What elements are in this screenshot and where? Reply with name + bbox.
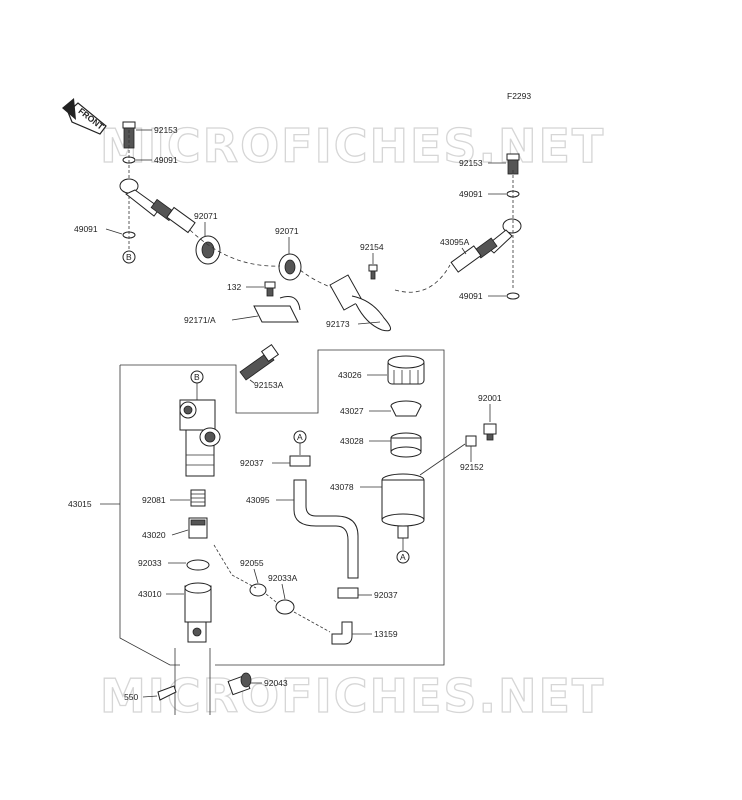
part-label-p43020: 43020 bbox=[142, 530, 166, 540]
push-rod-icon bbox=[184, 582, 212, 643]
part-label-p92037_a: 92037 bbox=[240, 458, 264, 468]
part-label-p92173: 92173 bbox=[326, 319, 350, 329]
part-label-p92033: 92033 bbox=[138, 558, 162, 568]
spring-icon bbox=[190, 489, 206, 507]
master-cylinder-body-icon bbox=[179, 399, 221, 477]
reservoir-hose-icon bbox=[293, 479, 359, 579]
part-label-p92081: 92081 bbox=[142, 495, 166, 505]
small-bolt-icon bbox=[368, 264, 378, 280]
reservoir-tank-icon bbox=[381, 473, 425, 539]
part-label-p132: 132 bbox=[227, 282, 241, 292]
bolt-132-icon bbox=[264, 281, 276, 297]
washer-icon bbox=[506, 292, 520, 300]
hose-fitting-icon bbox=[331, 621, 353, 645]
part-label-p550: 550 bbox=[124, 692, 138, 702]
part-label-p43015: 43015 bbox=[68, 499, 92, 509]
part-label-p43010: 43010 bbox=[138, 589, 162, 599]
circlip-icon bbox=[186, 559, 210, 571]
part-label-p92001: 92001 bbox=[478, 393, 502, 403]
brake-hose-end-left-icon bbox=[119, 178, 196, 234]
piston-icon bbox=[188, 517, 208, 539]
hose-clamp-icon bbox=[329, 274, 391, 332]
part-label-p92033a: 92033A bbox=[268, 573, 298, 583]
hose-clamp-icon bbox=[289, 455, 311, 467]
part-label-p49091_c: 49091 bbox=[459, 189, 483, 199]
bolt-92153a-icon bbox=[239, 343, 280, 381]
part-label-p92153_top_right: 92153 bbox=[459, 158, 483, 168]
part-label-p92043: 92043 bbox=[264, 678, 288, 688]
part-label-p43078: 43078 bbox=[330, 482, 354, 492]
diaphragm-plate-icon bbox=[390, 400, 422, 417]
clevis-pin-icon bbox=[227, 672, 252, 696]
part-label-p92152: 92152 bbox=[460, 462, 484, 472]
part-label-p92153a: 92153A bbox=[254, 380, 284, 390]
grommet-icon bbox=[195, 235, 221, 265]
callout-letter: A bbox=[297, 432, 303, 442]
screw-icon bbox=[483, 423, 497, 441]
cotter-pin-icon bbox=[157, 685, 177, 701]
diaphragm-icon bbox=[390, 432, 422, 458]
reservoir-cap-icon bbox=[387, 355, 425, 385]
callout-letter: B bbox=[126, 252, 132, 262]
part-label-p92153_top_left: 92153 bbox=[154, 125, 178, 135]
part-label-p43095a: 43095A bbox=[440, 237, 470, 247]
o-ring-icon bbox=[249, 583, 267, 597]
callout-b-circle bbox=[122, 250, 136, 264]
banjo-bolt-right-icon bbox=[506, 153, 520, 175]
front-arrow-icon: FRONT bbox=[62, 98, 107, 135]
callout-a-circle bbox=[396, 550, 410, 564]
part-label-p92037_b: 92037 bbox=[374, 590, 398, 600]
collar-icon bbox=[465, 435, 477, 447]
part-label-p43026: 43026 bbox=[338, 370, 362, 380]
part-label-p92071_a: 92071 bbox=[194, 211, 218, 221]
figure-code: F2293 bbox=[507, 91, 531, 101]
watermark-bottom: MICROFICHES.NET bbox=[100, 669, 605, 723]
part-label-p43028: 43028 bbox=[340, 436, 364, 446]
part-label-p49091_d: 49091 bbox=[459, 291, 483, 301]
part-label-p92055: 92055 bbox=[240, 558, 264, 568]
callout-letter: A bbox=[400, 552, 406, 562]
part-label-p92171a: 92171/A bbox=[184, 315, 216, 325]
part-label-p49091_b: 49091 bbox=[74, 224, 98, 234]
circlip-icon bbox=[275, 599, 295, 615]
hose-clamp-icon bbox=[337, 587, 359, 599]
part-label-p13159: 13159 bbox=[374, 629, 398, 639]
grommet-icon bbox=[278, 253, 302, 281]
watermark-top: MICROFICHES.NET bbox=[100, 119, 605, 173]
brake-hose-end-right-icon bbox=[450, 218, 522, 273]
part-label-p43027: 43027 bbox=[340, 406, 364, 416]
part-label-p49091_a: 49091 bbox=[154, 155, 178, 165]
callout-letter: B bbox=[194, 372, 200, 382]
bracket-icon bbox=[253, 296, 301, 323]
part-label-p92154: 92154 bbox=[360, 242, 384, 252]
part-label-p92071_b: 92071 bbox=[275, 226, 299, 236]
part-label-p43095: 43095 bbox=[246, 495, 270, 505]
